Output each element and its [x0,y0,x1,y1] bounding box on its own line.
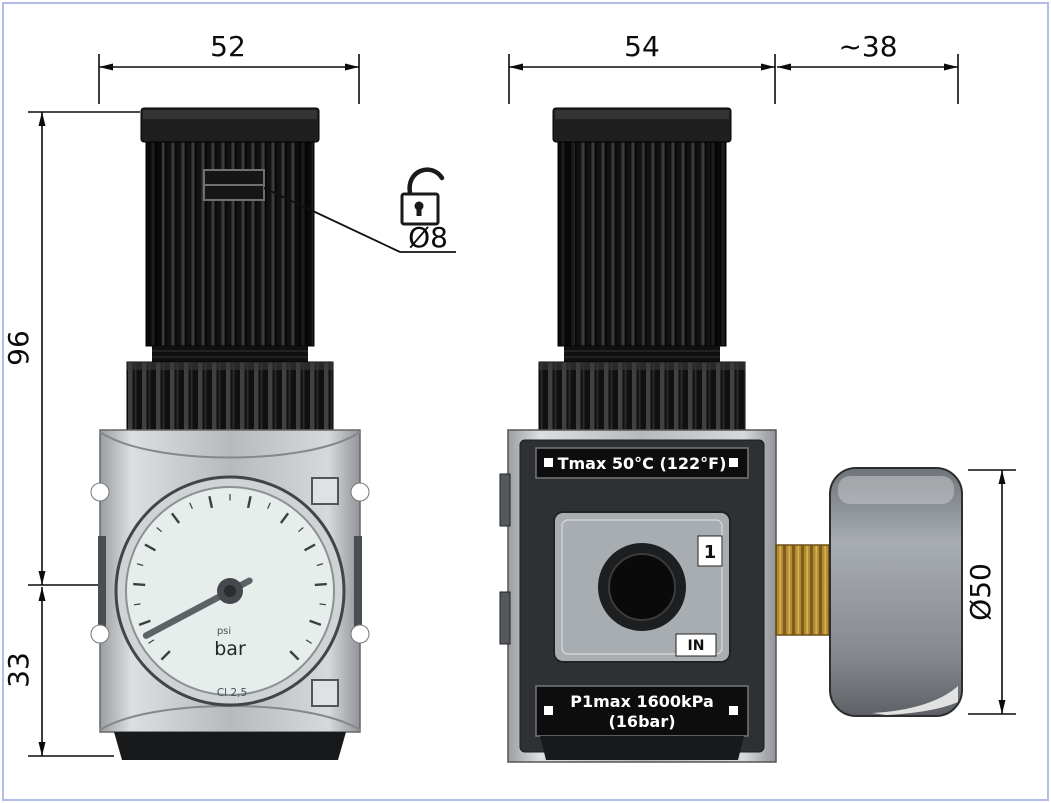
arrowhead-icon [509,63,523,71]
arrowhead-icon [998,470,1006,484]
plate-screw-mark [729,706,738,715]
gauge-tick-marks [133,494,327,661]
port-number-badge: 1 [697,535,723,567]
adjustment-knob-front [140,107,320,362]
arrowhead-icon [38,742,46,756]
p1max-label-line1: P1max 1600kPa [570,692,713,711]
gauge-side-view [829,467,963,717]
side-slot [354,536,362,640]
arrowhead-icon [777,63,791,71]
regulator-body-side: Tmax 50°C (122°F) 1 IN [499,429,777,763]
arrowhead-icon [345,63,359,71]
arrowhead-icon [99,63,113,71]
arrowhead-icon [38,112,46,126]
dim-gauge-diameter [968,469,1016,715]
bolt-square [311,679,339,707]
arrowhead-icon [38,571,46,585]
arrowhead-icon [998,700,1006,714]
mounting-notch [350,482,370,502]
dim-front-width-label: 52 [210,30,246,63]
dim-side-width [508,54,776,104]
mounting-notch [350,624,370,644]
plate-screw-mark [729,458,738,467]
side-view: 54 ~38 [499,30,1016,763]
plate-screw-mark [544,458,553,467]
base-plate [540,736,744,760]
dim-upper-height [28,111,140,586]
dim-gauge-depth-label: ~38 [838,30,897,63]
knurled-collar-side [538,361,746,433]
tmax-label: Tmax 50°C (122°F) [558,454,727,473]
base-plate [114,732,346,760]
mounting-notch [90,482,110,502]
lock-hole-label: Ø8 [408,221,448,254]
knurled-collar-front [126,361,334,433]
unlock-icon [400,167,445,226]
dim-upper-height-label: 96 [2,330,35,366]
gauge-unit-psi: psi [217,626,231,637]
port-in-badge: IN [675,633,717,657]
tmax-label-plate: Tmax 50°C (122°F) [535,447,749,479]
dim-front-width [98,54,360,104]
side-tab [499,473,511,527]
port-plate: 1 IN [553,511,731,663]
plate-screw-mark [544,706,553,715]
bolt-square [311,477,339,505]
port-in-label: IN [688,638,705,654]
p1max-label-plate: P1max 1600kPa (16bar) [535,685,749,737]
brass-fitting [775,544,833,636]
arrowhead-icon [761,63,775,71]
pressure-gauge-front: psi bar Cl 2,5 [114,475,346,707]
lock-callout: Ø8 [263,167,456,254]
gauge-class-label: Cl 2,5 [217,687,247,699]
side-slot [98,536,106,640]
arrowhead-icon [38,587,46,601]
dim-lower-height-label: 33 [2,652,35,688]
gauge-unit-bar: bar [214,638,246,660]
mounting-notch [90,624,110,644]
dim-gauge-diameter-label: Ø50 [964,563,997,621]
front-view: 52 96 33 [2,30,456,760]
p1max-label-line2: (16bar) [608,712,675,731]
dim-side-width-label: 54 [624,30,660,63]
port-number-label: 1 [704,542,717,563]
side-tab [499,591,511,645]
dim-lower-height [28,587,114,757]
adjustment-knob-side [552,107,732,362]
dim-gauge-depth [777,54,959,104]
arrowhead-icon [944,63,958,71]
